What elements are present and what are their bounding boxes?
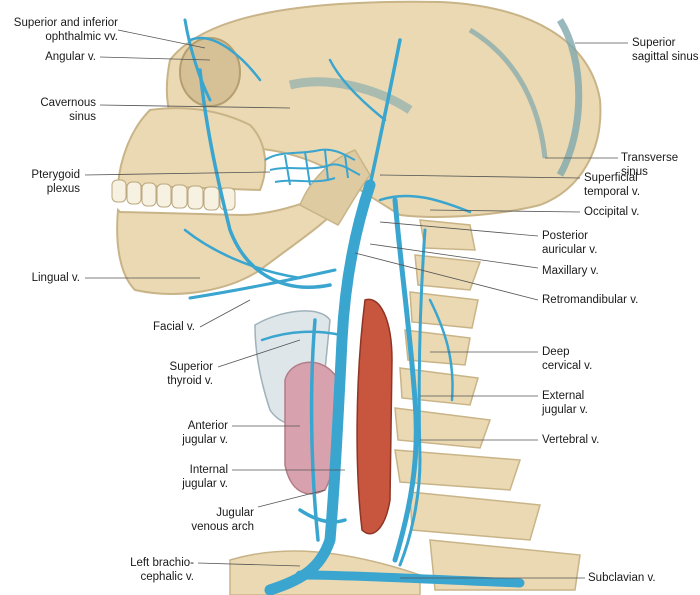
label-superior-sagittal-sinus: Superior sagittal sinus <box>632 37 699 63</box>
label-transverse-sinus: Transverse sinus <box>621 152 679 178</box>
label-retromandibular-v: Retromandibular v. <box>542 294 639 306</box>
label-occipital-v: Occipital v. <box>584 206 640 218</box>
label-external-jugular-v: External jugular v. <box>542 390 588 416</box>
label-internal-jugular-v: Internal jugular v. <box>182 464 228 490</box>
veins <box>183 18 525 595</box>
label-ophthalmic-vv: Superior and inferior ophthalmic vv. <box>13 17 118 43</box>
label-maxillary-v: Maxillary v. <box>542 265 599 277</box>
label-posterior-auricular-v: Posterior auricular v. <box>542 230 598 256</box>
label-superior-thyroid-v: Superior thyroid v. <box>167 361 213 387</box>
label-lingual-v: Lingual v. <box>31 272 80 284</box>
label-anterior-jugular-v: Anterior jugular v. <box>182 420 228 446</box>
muscle <box>356 298 393 535</box>
mandible-ramus <box>299 149 371 226</box>
label-deep-cervical-v: Deep cervical v. <box>542 346 593 372</box>
label-vertebral-v: Vertebral v. <box>542 434 600 446</box>
maxilla <box>116 107 267 192</box>
sinus-channel <box>288 77 413 114</box>
label-angular-v: Angular v. <box>45 51 96 63</box>
label-cavernous-sinus: Cavernous sinus <box>40 97 96 123</box>
facial-vein <box>198 68 332 289</box>
teeth <box>111 179 236 211</box>
external-jugular-vein <box>392 197 419 563</box>
orbit <box>179 37 241 107</box>
label-subclavian-v: Subclavian v. <box>588 572 656 584</box>
transverse-sinus-shape <box>468 27 548 159</box>
label-superficial-temporal-v: Superficial temporal v. <box>584 172 641 198</box>
label-pterygoid-plexus: Pterygoid plexus <box>31 169 80 195</box>
internal-jugular-vein <box>264 179 376 595</box>
sagittal-sinus <box>556 18 583 177</box>
label-left-brachiocephalic-v: Left brachio- cephalic v. <box>130 557 194 583</box>
leader-lines <box>84 29 628 579</box>
label-facial-v: Facial v. <box>153 321 195 333</box>
skull <box>111 0 602 295</box>
pterygoid-plexus <box>264 148 361 186</box>
label-jugular-venous-arch: Jugular venous arch <box>191 507 254 533</box>
